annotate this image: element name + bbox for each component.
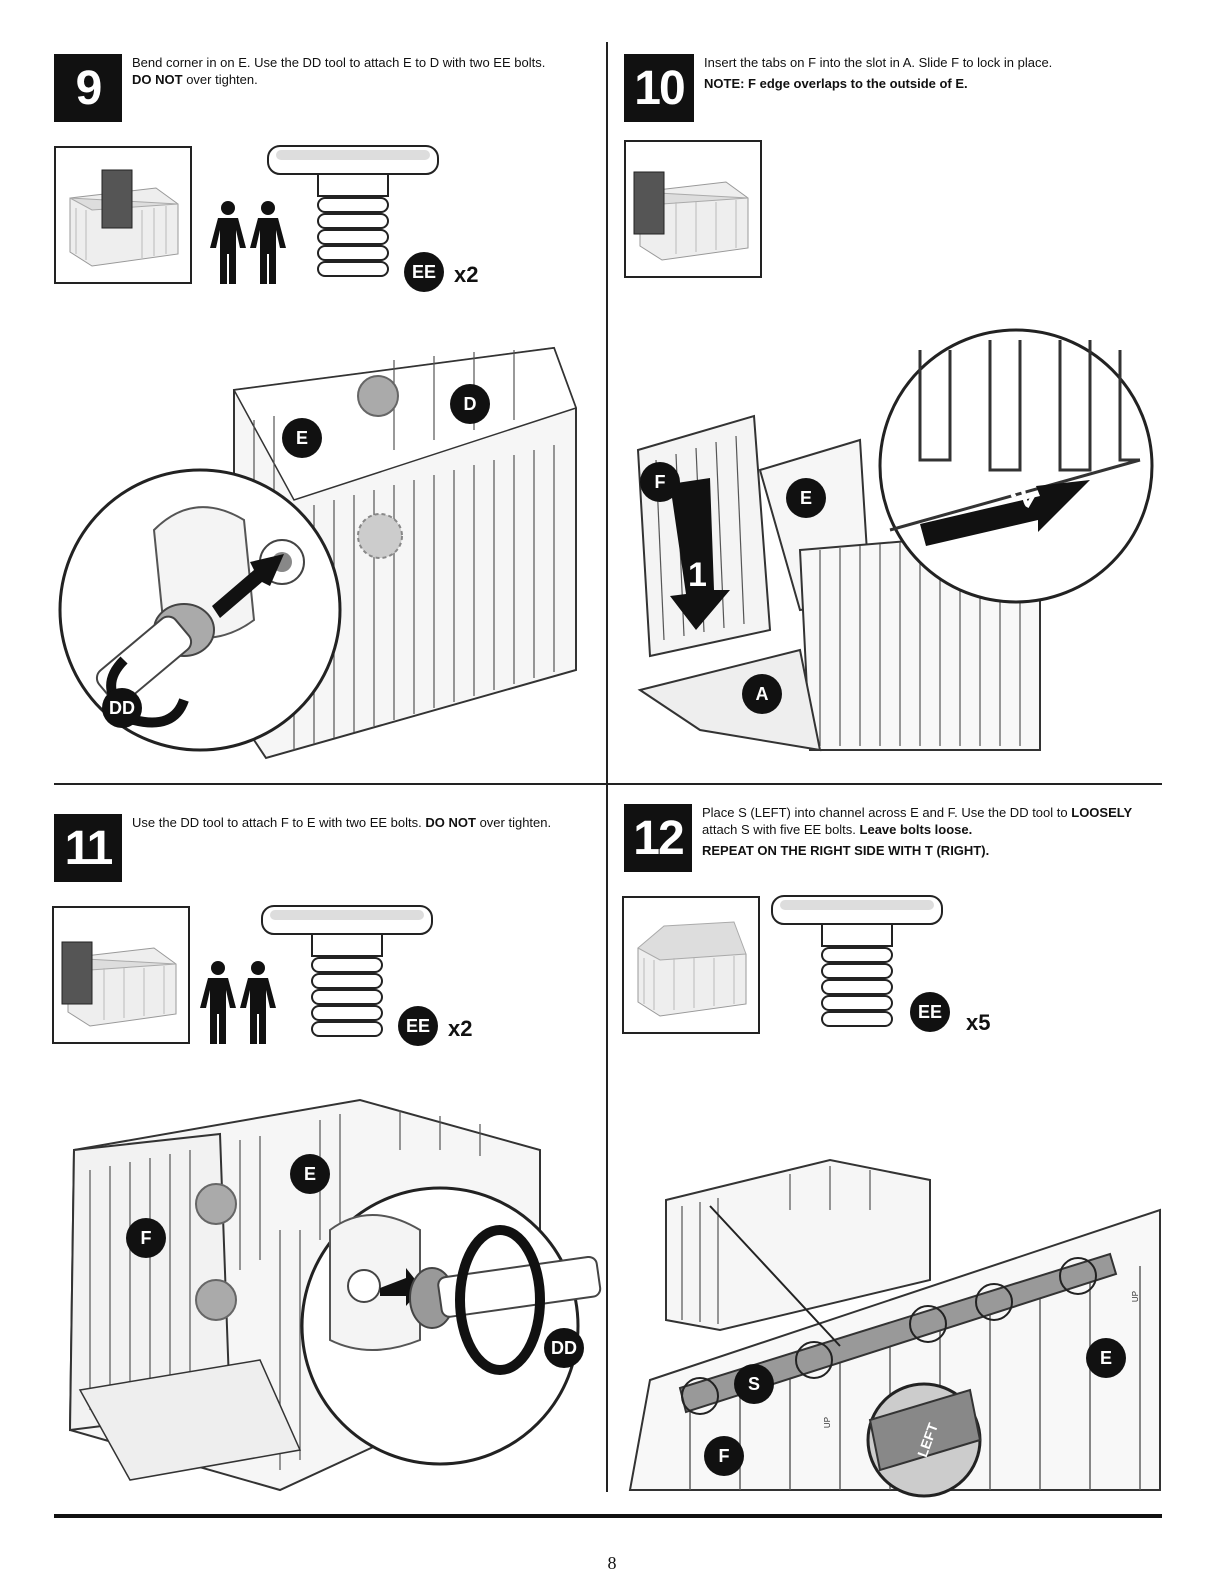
step-number-badge: 10 [624, 54, 694, 122]
step-11-assembly-illustration [68, 1098, 602, 1492]
step-instructions: Place S (LEFT) into channel across E and… [702, 804, 1162, 859]
emphasis-text: LOOSELY [1071, 805, 1133, 820]
step-10-assembly-illustration [636, 328, 1154, 752]
row-divider [54, 783, 1162, 785]
page-number: 8 [607, 1553, 617, 1573]
part-quantity: x2 [454, 262, 479, 287]
part-label-ee: EE [404, 252, 444, 292]
callout-dd: DD [102, 688, 142, 728]
step-instructions: Insert the tabs on F into the slot in A.… [704, 54, 1144, 92]
callout-e: E [282, 418, 322, 458]
shed-thumbnail-illustration [633, 171, 749, 261]
overview-thumbnail [54, 146, 192, 284]
footer-rule [54, 1514, 1162, 1518]
warning-text: DO NOT [425, 815, 476, 830]
callout-e: E [1086, 1338, 1126, 1378]
part-label-ee: EE [910, 992, 950, 1032]
instruction-text: Place S (LEFT) into channel across E and… [702, 805, 1068, 820]
callout-f: F [640, 462, 680, 502]
instruction-text: Use the DD tool to attach F to E with tw… [132, 815, 422, 830]
step-number-badge: 9 [54, 54, 122, 122]
warning-text: DO NOT [132, 72, 183, 87]
two-person-icon [200, 961, 276, 1044]
shed-thumbnail-illustration [61, 941, 177, 1027]
overview-thumbnail [622, 896, 760, 1034]
up-mark: UP [823, 1416, 833, 1429]
shed-thumbnail-illustration [637, 921, 747, 1017]
step-instructions: Bend corner in on E. Use the DD tool to … [132, 54, 562, 88]
step-9-assembly-illustration [58, 346, 577, 760]
ee-bolt-illustration [771, 895, 943, 1027]
overview-thumbnail [52, 906, 190, 1044]
callout-dd: DD [544, 1328, 584, 1368]
ee-bolt-illustration [267, 145, 439, 277]
part-quantity: x5 [966, 1010, 991, 1035]
step-number-badge: 11 [54, 814, 122, 882]
callout-s: S [734, 1364, 774, 1404]
callout-f: F [704, 1436, 744, 1476]
callout-d: D [450, 384, 490, 424]
callout-e: E [786, 478, 826, 518]
part-quantity: x2 [448, 1016, 473, 1041]
instruction-text-line2: attach S with five EE bolts. [702, 822, 856, 837]
step-number-badge: 12 [624, 804, 692, 872]
callout-f: F [126, 1218, 166, 1258]
instruction-text-after: over tighten. [479, 815, 552, 830]
column-divider [606, 42, 608, 1492]
callout-a: A [742, 674, 782, 714]
shed-thumbnail-illustration [69, 169, 179, 267]
ee-bolt-illustration [261, 905, 433, 1037]
up-mark: UP [1131, 1290, 1141, 1303]
emphasis-text-2: Leave bolts loose. [859, 822, 973, 837]
note-text: NOTE: F edge overlaps to the outside of … [704, 76, 968, 91]
instruction-text-after: over tighten. [186, 72, 258, 87]
note-text: REPEAT ON THE RIGHT SIDE WITH T (RIGHT). [702, 843, 990, 858]
overview-thumbnail [624, 140, 762, 278]
arrow-number-1: 1 [688, 556, 707, 594]
step-12-assembly-illustration [628, 1158, 1161, 1498]
instruction-text: Bend corner in on E. Use the DD tool to … [132, 55, 546, 70]
instruction-text: Insert the tabs on F into the slot in A.… [704, 55, 1053, 70]
two-person-icon [210, 201, 286, 284]
part-label-ee: EE [398, 1006, 438, 1046]
step-instructions: Use the DD tool to attach F to E with tw… [132, 814, 592, 831]
callout-e: E [290, 1154, 330, 1194]
